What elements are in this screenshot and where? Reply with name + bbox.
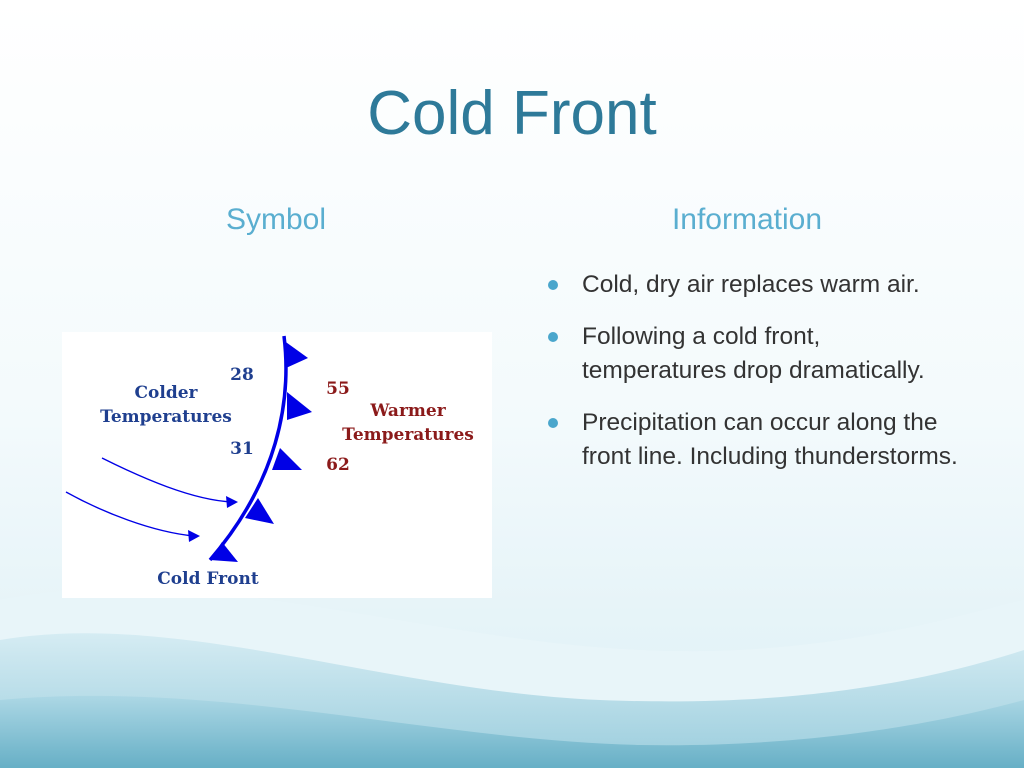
list-item-text: Precipitation can occur along the front …: [582, 409, 958, 470]
wind-arrowhead: [188, 530, 200, 542]
front-triangle: [245, 498, 274, 524]
bullet-dot-icon: [548, 280, 558, 290]
colder-label-line1: Colder: [135, 383, 199, 403]
front-triangle: [283, 340, 308, 368]
colder-label-line2: Temperatures: [100, 407, 232, 427]
temp-cold-upper: 28: [230, 365, 254, 385]
slide-title: Cold Front: [367, 79, 657, 148]
cold-front-figure: Colder Temperatures Warmer Temperatures …: [62, 332, 492, 598]
list-item-text: Following a cold front, temperatures dro…: [582, 323, 925, 384]
list-item: Cold, dry air replaces warm air.: [548, 268, 968, 302]
information-list: Cold, dry air replaces warm air. Followi…: [548, 268, 968, 492]
warmer-label-line1: Warmer: [369, 401, 446, 421]
temp-warm-lower: 62: [326, 455, 350, 475]
front-label: Cold Front: [157, 569, 259, 589]
front-triangle: [287, 392, 312, 420]
front-triangle: [210, 542, 238, 562]
temp-warm-upper: 55: [326, 379, 350, 399]
information-heading: Information: [671, 203, 823, 236]
wind-arrow: [65, 491, 195, 537]
warmer-label-line2: Temperatures: [342, 425, 474, 445]
cold-front-diagram: Colder Temperatures Warmer Temperatures …: [65, 335, 474, 589]
bullet-dot-icon: [548, 418, 558, 428]
symbol-heading: Symbol: [225, 203, 327, 236]
list-item-text: Cold, dry air replaces warm air.: [582, 271, 920, 298]
temp-cold-lower: 31: [230, 439, 254, 459]
list-item: Precipitation can occur along the front …: [548, 406, 968, 474]
bullet-dot-icon: [548, 332, 558, 342]
front-triangle: [272, 448, 302, 470]
wind-arrow: [101, 457, 233, 503]
wind-arrowhead: [226, 496, 238, 508]
list-item: Following a cold front, temperatures dro…: [548, 320, 968, 388]
